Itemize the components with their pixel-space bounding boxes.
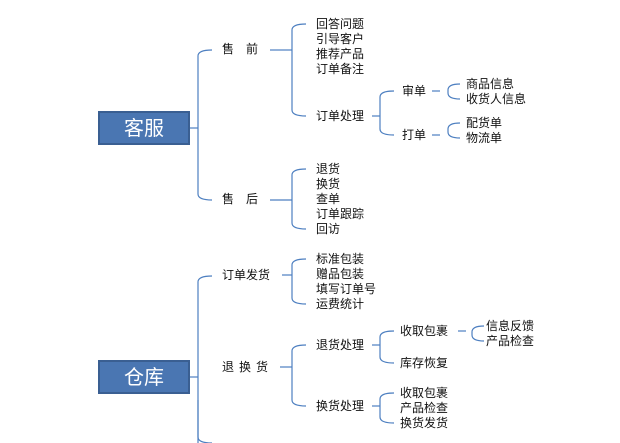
kucun-node: 库存恢复 — [400, 356, 449, 370]
shouqu-node: 收取包裹 — [400, 324, 449, 338]
kefu-bracket — [197, 49, 213, 201]
list-item: 标准包装 — [316, 252, 365, 266]
list-item: 配货单 — [466, 116, 503, 130]
tuihuan-bracket — [291, 344, 307, 407]
huanhuo-node: 换货处理 — [316, 399, 365, 413]
list-item: 换货 — [316, 177, 341, 191]
list-item: 信息反馈 — [486, 319, 535, 333]
dadan-bracket — [447, 122, 461, 139]
list-item: 物流单 — [466, 131, 503, 145]
tuihuan-node: 退换货 — [222, 360, 274, 374]
list-item: 收货人信息 — [466, 92, 527, 106]
list-item: 推荐产品 — [316, 47, 365, 61]
huanhuo-bracket — [379, 392, 395, 424]
list-item: 产品检查 — [486, 334, 535, 348]
list-item: 退货 — [316, 162, 341, 176]
list-item: 产品检查 — [400, 401, 449, 415]
shendan-node: 审单 — [402, 84, 427, 98]
tuihuo-bracket — [379, 330, 395, 364]
shouqu-bracket — [471, 325, 485, 342]
shouhou-node: 售后 — [222, 192, 271, 206]
shouqian-bracket — [291, 23, 307, 117]
dingdan-bracket — [379, 90, 395, 136]
cangku-node: 仓库 — [98, 360, 190, 394]
list-item: 查单 — [316, 192, 341, 206]
list-item: 回答问题 — [316, 17, 365, 31]
list-item: 订单跟踪 — [316, 207, 365, 221]
list-item: 换货发货 — [400, 416, 449, 430]
tuihuo-node: 退货处理 — [316, 338, 365, 352]
shouhou-bracket — [291, 168, 307, 230]
shouqian-node: 售前 — [222, 42, 271, 56]
list-item: 订单备注 — [316, 62, 365, 76]
dingdan-node: 订单处理 — [316, 109, 365, 123]
kefu-node: 客服 — [98, 111, 190, 145]
list-item: 商品信息 — [466, 77, 515, 91]
shendan-bracket — [447, 83, 461, 100]
list-item: 填写订单号 — [316, 282, 377, 296]
dadan-node: 打单 — [402, 128, 427, 142]
list-item: 收取包裹 — [400, 386, 449, 400]
list-item: 回访 — [316, 222, 341, 236]
fahuo-bracket — [291, 258, 307, 305]
list-item: 赠品包装 — [316, 267, 365, 281]
fahuo-node: 订单发货 — [222, 268, 271, 282]
list-item: 引导客户 — [316, 32, 365, 46]
list-item: 运费统计 — [316, 297, 365, 311]
cangku-bracket — [197, 275, 213, 443]
